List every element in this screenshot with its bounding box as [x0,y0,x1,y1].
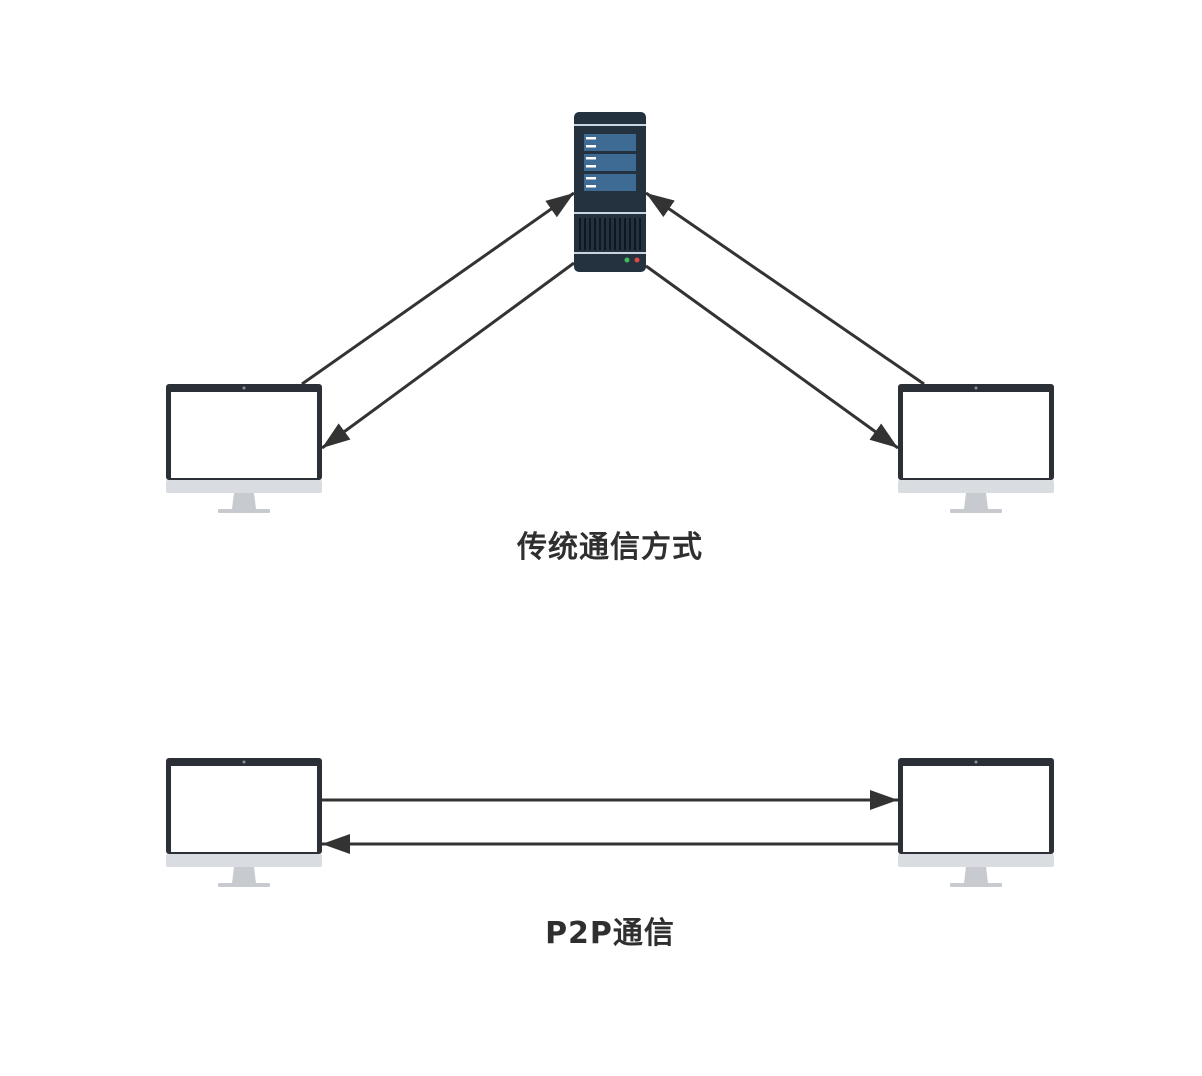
p2p-diagram [166,758,1054,887]
arrow-left-to-server [301,191,575,386]
traditional-diagram [166,112,1054,513]
monitor-icon [898,758,1054,887]
monitor-icon [166,384,322,513]
p2p-caption: P2P通信 [545,916,675,951]
monitor-icon [166,758,322,887]
monitor-icon [898,384,1054,513]
arrow-server-to-right [645,264,899,450]
arrow-right-to-server [645,191,925,386]
server-icon [574,112,646,272]
arrow-server-to-left [321,261,575,450]
traditional-caption: 传统通信方式 [517,530,703,565]
